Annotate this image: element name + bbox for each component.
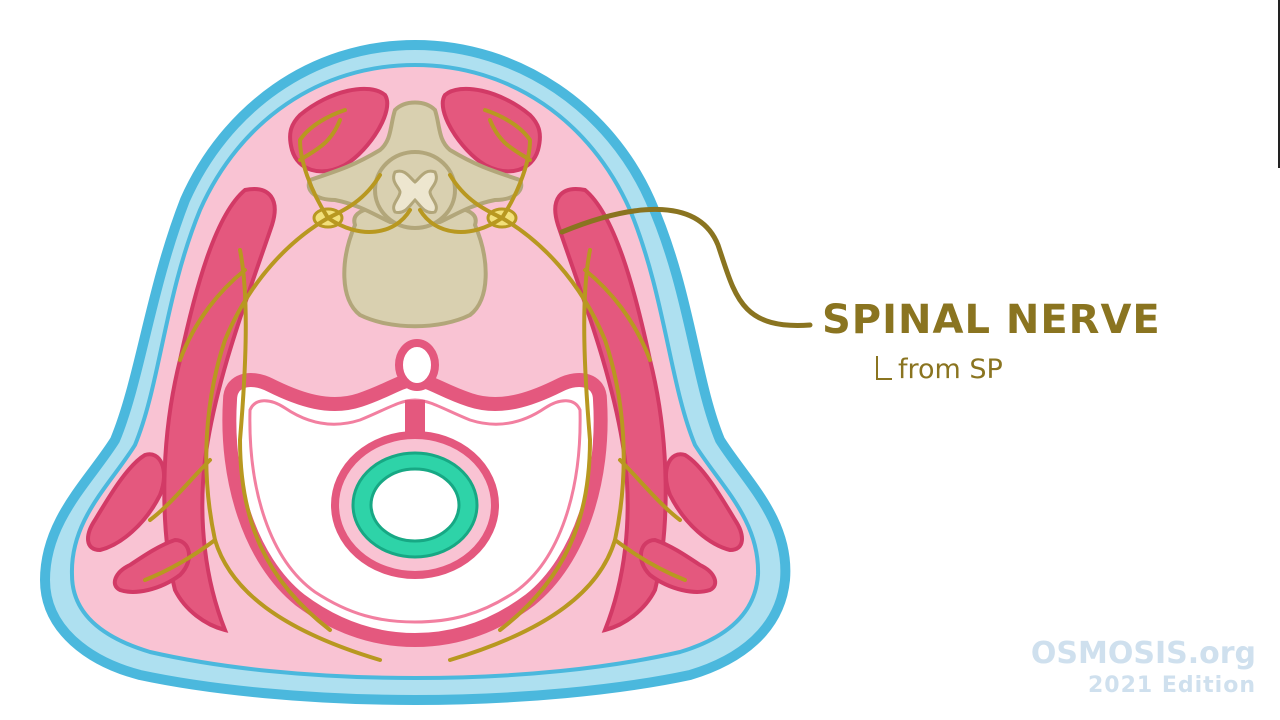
muscle-left-ventral-lower — [112, 537, 191, 594]
nerve-right-inner-branch — [498, 248, 593, 632]
brand-name: OSMOSIS.org — [1030, 636, 1256, 671]
nerve-left-root — [326, 173, 382, 220]
muscle-left-ventral — [86, 452, 166, 553]
right-edge-line — [1278, 0, 1280, 168]
osmosis-watermark: OSMOSIS.org 2021 Edition — [1031, 636, 1256, 698]
sublabel-corner-mark — [876, 356, 892, 380]
nerve-right-root-2 — [418, 208, 504, 234]
nerve-right-lower-branch — [613, 538, 687, 582]
spinal-cord-grey-matter — [392, 169, 438, 215]
nerve-left-root-2 — [326, 208, 412, 234]
nerve-right-dorsal-ramus — [483, 108, 533, 220]
spinal-nerve-sublabel: from SP — [876, 354, 1003, 385]
nerve-right-lateral-branch — [583, 268, 652, 362]
dorsal-mesentery — [405, 400, 425, 440]
spinal-nerve-label: SPINAL NERVE — [822, 297, 1161, 343]
muscle-right-ventral-lower — [639, 537, 718, 594]
nerve-left-ventral-branch — [148, 458, 212, 522]
nerve-left-ventral-ramus — [204, 216, 382, 662]
nerve-right-ventral-ramus — [448, 216, 626, 662]
muscle-right-ventral — [664, 452, 744, 553]
nerve-right-dorsal-branch — [488, 118, 532, 162]
gut-lumen — [369, 467, 461, 543]
brand-edition: 2021 Edition — [1087, 673, 1256, 698]
nerve-left-lateral-branch — [178, 268, 247, 362]
nerve-left-dorsal-ramus — [297, 108, 347, 220]
sublabel-text: from SP — [898, 354, 1003, 385]
nerve-left-inner-branch — [237, 248, 332, 632]
spinal-nerves — [143, 108, 687, 662]
label-leader-line — [559, 207, 813, 328]
nerve-right-root — [448, 173, 504, 220]
nerve-right-ventral-branch — [618, 458, 682, 522]
notochord — [395, 339, 439, 391]
nerve-left-lower-branch — [143, 538, 217, 582]
nerve-left-dorsal-branch — [298, 118, 342, 162]
